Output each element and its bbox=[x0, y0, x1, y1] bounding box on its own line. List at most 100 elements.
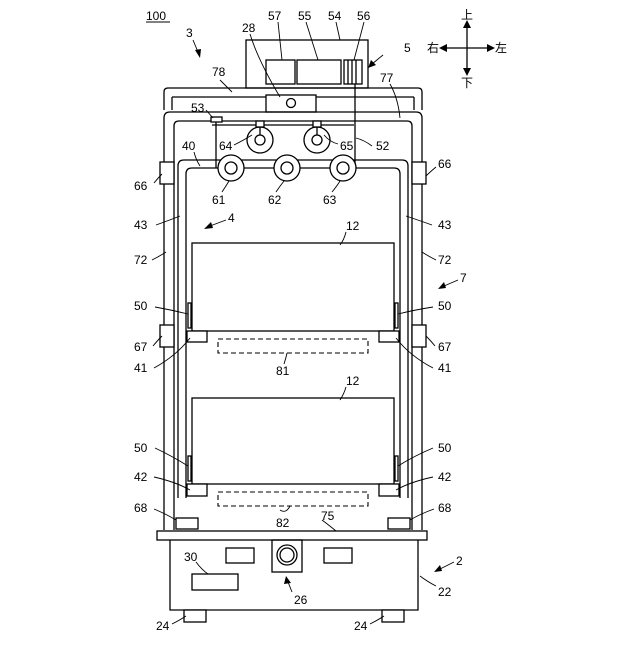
leader-7 bbox=[444, 280, 458, 286]
label-5: 5 bbox=[404, 41, 411, 55]
label-3: 3 bbox=[186, 26, 193, 40]
leader-55 bbox=[306, 22, 318, 60]
label-50-a-right: 50 bbox=[438, 299, 452, 313]
leader-81 bbox=[284, 353, 287, 364]
label-53: 53 bbox=[191, 101, 205, 115]
stopper-68-right bbox=[388, 518, 410, 529]
label-56: 56 bbox=[357, 9, 371, 23]
latch-50-upper-left bbox=[188, 303, 191, 328]
drive-unit-5 bbox=[246, 40, 368, 88]
label-4: 4 bbox=[228, 211, 235, 225]
label-67-left: 67 bbox=[134, 340, 148, 354]
label-42-right: 42 bbox=[438, 470, 452, 484]
guide-66-left bbox=[160, 162, 174, 184]
label-12-top: 12 bbox=[346, 219, 360, 233]
guide-67-left bbox=[160, 325, 174, 347]
leader-2-arrow bbox=[434, 565, 442, 572]
leader-50-b-right bbox=[398, 448, 433, 466]
label-66-left: 66 bbox=[134, 179, 148, 193]
leader-72-right bbox=[422, 252, 436, 260]
drum-56 bbox=[344, 60, 362, 84]
leader-42-left bbox=[154, 477, 190, 490]
wheel-24-right bbox=[382, 610, 404, 622]
pulley-62 bbox=[274, 155, 300, 181]
pulley-62-rim bbox=[274, 155, 300, 181]
label-24-left: 24 bbox=[156, 619, 170, 633]
label-43-left: 43 bbox=[134, 218, 148, 232]
label-55: 55 bbox=[298, 9, 312, 23]
support-41-right bbox=[379, 331, 399, 342]
label-50-a-left: 50 bbox=[134, 299, 148, 313]
leader-40 bbox=[194, 152, 200, 166]
figure-reference: 100 bbox=[146, 9, 166, 23]
stopper-68-left bbox=[176, 518, 198, 529]
leader-63 bbox=[332, 181, 340, 192]
leader-57 bbox=[278, 22, 282, 60]
label-63: 63 bbox=[323, 193, 337, 207]
direction-left-label: 左 bbox=[495, 40, 507, 55]
guide-67-right bbox=[412, 325, 426, 347]
leader-4 bbox=[210, 220, 226, 226]
leader-66-right bbox=[426, 167, 436, 176]
label-82: 82 bbox=[276, 516, 290, 530]
pulley-64 bbox=[247, 121, 273, 153]
leader-7-arrow bbox=[438, 282, 446, 289]
latch-50-upper-right bbox=[395, 303, 398, 328]
vehicle-body-2 bbox=[170, 540, 418, 622]
leader-26-arrow bbox=[284, 576, 291, 584]
guide-66-right bbox=[412, 162, 426, 184]
arrow-right-direction-icon bbox=[439, 44, 447, 52]
pulley-63-rim bbox=[330, 155, 356, 181]
container-12-upper bbox=[192, 243, 394, 331]
label-78: 78 bbox=[212, 65, 226, 79]
leader-42-right bbox=[396, 477, 433, 490]
label-2: 2 bbox=[456, 554, 463, 568]
outer-frame-post-inner bbox=[174, 121, 412, 530]
container-12-lower bbox=[192, 398, 394, 484]
leader-77 bbox=[390, 84, 400, 118]
label-68-left: 68 bbox=[134, 501, 148, 515]
leader-43-left bbox=[156, 216, 180, 225]
label-75: 75 bbox=[321, 509, 335, 523]
drive-unit-housing bbox=[246, 40, 368, 88]
bracket-28 bbox=[266, 95, 316, 112]
label-62: 62 bbox=[268, 193, 282, 207]
label-64: 64 bbox=[219, 139, 233, 153]
arrow-left-direction-icon bbox=[487, 44, 495, 52]
label-72-right: 72 bbox=[438, 253, 452, 267]
leader-78 bbox=[220, 80, 232, 92]
pulley-65-mount bbox=[313, 121, 321, 127]
label-68-right: 68 bbox=[438, 501, 452, 515]
pulley-63 bbox=[330, 155, 356, 181]
direction-indicator: 上 下 右 左 bbox=[427, 8, 507, 90]
leader-3-arrow bbox=[195, 49, 201, 58]
sensor-26-lens-inner bbox=[280, 548, 294, 562]
panel-30 bbox=[192, 574, 238, 590]
leader-52 bbox=[356, 138, 372, 146]
label-22: 22 bbox=[438, 585, 452, 599]
label-24-right: 24 bbox=[354, 619, 368, 633]
label-52: 52 bbox=[376, 139, 390, 153]
leader-56 bbox=[354, 22, 364, 60]
label-28: 28 bbox=[242, 21, 256, 35]
direction-up-label: 上 bbox=[461, 8, 473, 22]
label-12-bottom: 12 bbox=[346, 374, 360, 388]
label-66-right: 66 bbox=[438, 157, 452, 171]
label-40: 40 bbox=[182, 139, 196, 153]
inner-frame-outer-line bbox=[178, 160, 408, 498]
label-50-b-right: 50 bbox=[438, 441, 452, 455]
label-50-b-left: 50 bbox=[134, 441, 148, 455]
inner-frame-inner-line bbox=[186, 168, 400, 498]
leader-68-left bbox=[154, 509, 176, 520]
direction-right-label: 右 bbox=[427, 40, 439, 55]
label-57: 57 bbox=[268, 9, 282, 23]
label-30: 30 bbox=[184, 550, 198, 564]
label-54: 54 bbox=[328, 9, 342, 23]
leader-82 bbox=[280, 506, 290, 511]
leader-62 bbox=[276, 181, 284, 192]
label-61: 61 bbox=[212, 193, 226, 207]
leader-4-arrow bbox=[204, 222, 213, 229]
label-81: 81 bbox=[276, 364, 290, 378]
